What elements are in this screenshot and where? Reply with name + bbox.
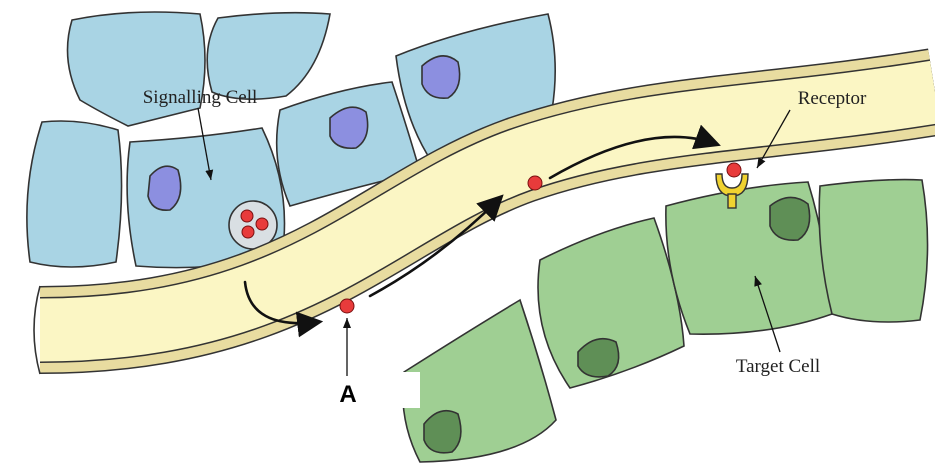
nucleus-blue	[422, 56, 460, 98]
blue-cell-1	[27, 121, 122, 267]
nucleus-green	[770, 197, 810, 240]
green-cell-right	[819, 180, 927, 322]
label-backdrop	[398, 372, 420, 408]
molecule	[727, 163, 741, 177]
nucleus-blue	[148, 166, 181, 210]
molecule	[528, 176, 542, 190]
molecule	[340, 299, 354, 313]
target-cell-label: Target Cell	[736, 356, 820, 377]
receptor-label: Receptor	[798, 88, 867, 109]
nucleus-blue	[330, 107, 368, 148]
molecule	[241, 210, 253, 222]
molecule	[256, 218, 268, 230]
signalling-cell-label: Signalling Cell	[143, 87, 258, 108]
nucleus-green	[424, 411, 461, 453]
marker-a-label: A	[339, 381, 356, 408]
blue-cell-top-left	[68, 12, 206, 126]
molecule	[242, 226, 254, 238]
